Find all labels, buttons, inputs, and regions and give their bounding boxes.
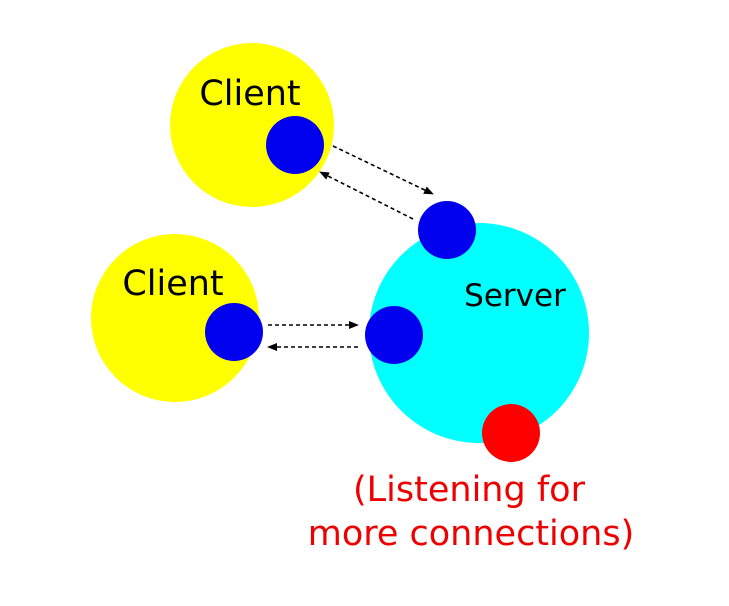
arrow-server-to-client1 <box>319 171 414 220</box>
listening-note-line-1: (Listening for <box>353 470 586 510</box>
client-2-socket <box>205 303 263 361</box>
connection-1-arrows <box>319 145 434 220</box>
connection-2-arrows <box>267 321 359 351</box>
server: Server <box>365 201 589 462</box>
server-socket-1 <box>418 201 476 259</box>
client-2: Client <box>91 234 263 402</box>
client-1-label: Client <box>199 74 300 114</box>
listening-note-line-2: more connections) <box>308 514 635 554</box>
client-2-circle <box>91 234 259 402</box>
server-label: Server <box>464 278 566 314</box>
listening-note: (Listening for more connections) <box>308 470 635 554</box>
server-circle <box>369 223 589 443</box>
client-2-label: Client <box>122 264 223 304</box>
server-socket-2 <box>365 306 423 364</box>
arrow-client1-to-server <box>332 145 434 195</box>
client-1: Client <box>170 43 334 207</box>
listening-socket <box>482 404 540 462</box>
client-1-socket <box>266 116 324 174</box>
